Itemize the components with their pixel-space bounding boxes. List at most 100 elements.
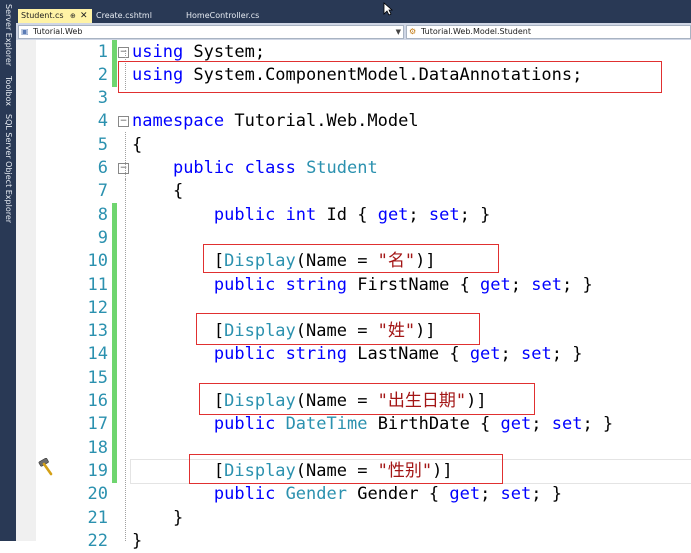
- keyword-token: public: [213, 204, 276, 225]
- code-text: [Display(Name = "出生日期")]: [132, 390, 487, 413]
- code-line[interactable]: 5{: [16, 134, 691, 157]
- navigation-bar: ▣ Tutorial.Web ▼ ⚙ Tutorial.Web.Model.St…: [16, 23, 691, 41]
- highlight-box-display-lastname: [196, 313, 480, 345]
- server-explorer-tab[interactable]: Server Explorer: [4, 4, 13, 67]
- code-line[interactable]: 16 [Display(Name = "出生日期")]: [16, 390, 691, 413]
- code-line[interactable]: 15: [16, 367, 691, 390]
- code-token: ; }: [459, 204, 491, 225]
- change-indicator: [112, 203, 117, 483]
- code-line[interactable]: 11 public string FirstName { get; set; }: [16, 274, 691, 297]
- code-token: [132, 484, 214, 504]
- line-number: 16: [87, 391, 108, 411]
- line-number: 4: [97, 111, 108, 132]
- line-number: 12: [87, 297, 108, 318]
- code-line[interactable]: 6− public class Student: [16, 157, 691, 180]
- code-line[interactable]: 19 [Display(Name = "性别")]: [16, 460, 691, 483]
- code-text: namespace Tutorial.Web.Model: [132, 110, 419, 133]
- tab-create-cshtml[interactable]: Create.cshtml: [96, 11, 152, 20]
- code-line[interactable]: 17 public DateTime BirthDate { get; set;…: [16, 413, 691, 436]
- code-token: [275, 484, 285, 504]
- line-number: 2: [97, 64, 108, 85]
- code-token: [: [132, 251, 225, 272]
- project-dropdown-value: Tutorial.Web: [33, 27, 83, 36]
- line-number: 15: [87, 367, 108, 388]
- code-text: {: [132, 180, 183, 203]
- keyword-token: public: [172, 158, 235, 178]
- code-line[interactable]: 21 }: [16, 507, 691, 530]
- keyword-token: public: [213, 414, 276, 435]
- code-token: ;: [510, 274, 532, 295]
- type-token: Display: [224, 251, 296, 272]
- type-token: DateTime: [285, 414, 368, 435]
- keyword-token: get: [500, 414, 532, 435]
- code-line[interactable]: 8 public int Id { get; set; }: [16, 204, 691, 227]
- code-token: [275, 275, 285, 295]
- class-dropdown[interactable]: ⚙ Tutorial.Web.Model.Student: [406, 25, 691, 39]
- tab-homecontroller-cs[interactable]: HomeController.cs: [186, 11, 260, 20]
- code-line[interactable]: 22}: [16, 530, 691, 553]
- highlight-box-using-dataannotations: [118, 61, 662, 93]
- code-token: (Name =: [295, 460, 378, 481]
- code-token: ; }: [551, 344, 583, 365]
- code-line[interactable]: 3: [16, 87, 691, 110]
- keyword-token: string: [285, 344, 347, 365]
- line-number: 17: [87, 414, 108, 435]
- code-line[interactable]: 18: [16, 437, 691, 460]
- line-number: 21: [87, 507, 108, 528]
- collapse-outline-icon[interactable]: −: [118, 163, 129, 174]
- line-number: 8: [97, 204, 108, 225]
- toolbox-tab[interactable]: Toolbox: [4, 76, 13, 106]
- keyword-token: public: [213, 274, 276, 295]
- line-number: 7: [97, 181, 108, 202]
- code-line[interactable]: 7 {: [16, 180, 691, 203]
- collapse-outline-icon[interactable]: −: [118, 116, 129, 128]
- code-line[interactable]: 20 public Gender Gender { get; set; }: [16, 483, 691, 506]
- code-text: public string FirstName { get; set; }: [132, 274, 593, 297]
- chevron-down-icon[interactable]: ▼: [395, 28, 401, 36]
- keyword-token: string: [285, 274, 347, 295]
- type-token: Display: [224, 460, 296, 481]
- highlight-box-display-firstname: [203, 244, 499, 273]
- code-token: [132, 158, 173, 178]
- code-text: }: [132, 507, 183, 530]
- code-token: (Name =: [295, 251, 378, 272]
- code-token: [132, 414, 214, 434]
- close-icon[interactable]: ✕: [80, 11, 88, 21]
- code-line[interactable]: 4−namespace Tutorial.Web.Model: [16, 110, 691, 133]
- type-token: Gender: [285, 484, 347, 505]
- code-token: (Name =: [295, 391, 378, 411]
- line-number: 9: [97, 227, 108, 248]
- line-number: 13: [87, 321, 108, 342]
- fold-guide: [125, 179, 126, 519]
- code-line[interactable]: 14 public string LastName { get; set; }: [16, 343, 691, 366]
- quick-actions-hammer-icon[interactable]: [36, 458, 54, 476]
- line-number: 3: [97, 88, 108, 109]
- code-line[interactable]: 9: [16, 227, 691, 250]
- code-text: [Display(Name = "性别")]: [132, 460, 453, 483]
- code-text: public class Student: [132, 157, 378, 180]
- class-dropdown-value: Tutorial.Web.Model.Student: [421, 27, 531, 36]
- line-number: 18: [87, 437, 108, 458]
- indicator-margin: [16, 40, 36, 541]
- code-token: {: [132, 181, 184, 202]
- pin-icon[interactable]: ⊕: [70, 12, 76, 20]
- code-token: [275, 414, 285, 434]
- project-dropdown[interactable]: ▣ Tutorial.Web ▼: [18, 25, 404, 39]
- line-number: 19: [87, 460, 108, 481]
- code-line[interactable]: 10 [Display(Name = "名")]: [16, 250, 691, 273]
- code-line[interactable]: 12: [16, 297, 691, 320]
- highlight-box-display-gender: [189, 454, 503, 484]
- collapse-outline-icon[interactable]: −: [118, 46, 129, 58]
- code-token: [132, 205, 214, 225]
- sql-server-object-explorer-tab[interactable]: SQL Server Object Explorer: [4, 114, 13, 224]
- code-token: ; }: [582, 414, 614, 435]
- document-tab-bar: Student.cs ⊕ ✕ Create.cshtml HomeControl…: [16, 0, 691, 23]
- code-line[interactable]: 13 [Display(Name = "姓")]: [16, 320, 691, 343]
- code-line[interactable]: 1−using System;: [16, 41, 691, 64]
- code-token: [: [132, 321, 225, 342]
- tab-student-cs[interactable]: Student.cs ⊕ ✕: [18, 9, 92, 23]
- tab-label: Student.cs: [21, 11, 64, 20]
- code-token: )]: [415, 321, 436, 342]
